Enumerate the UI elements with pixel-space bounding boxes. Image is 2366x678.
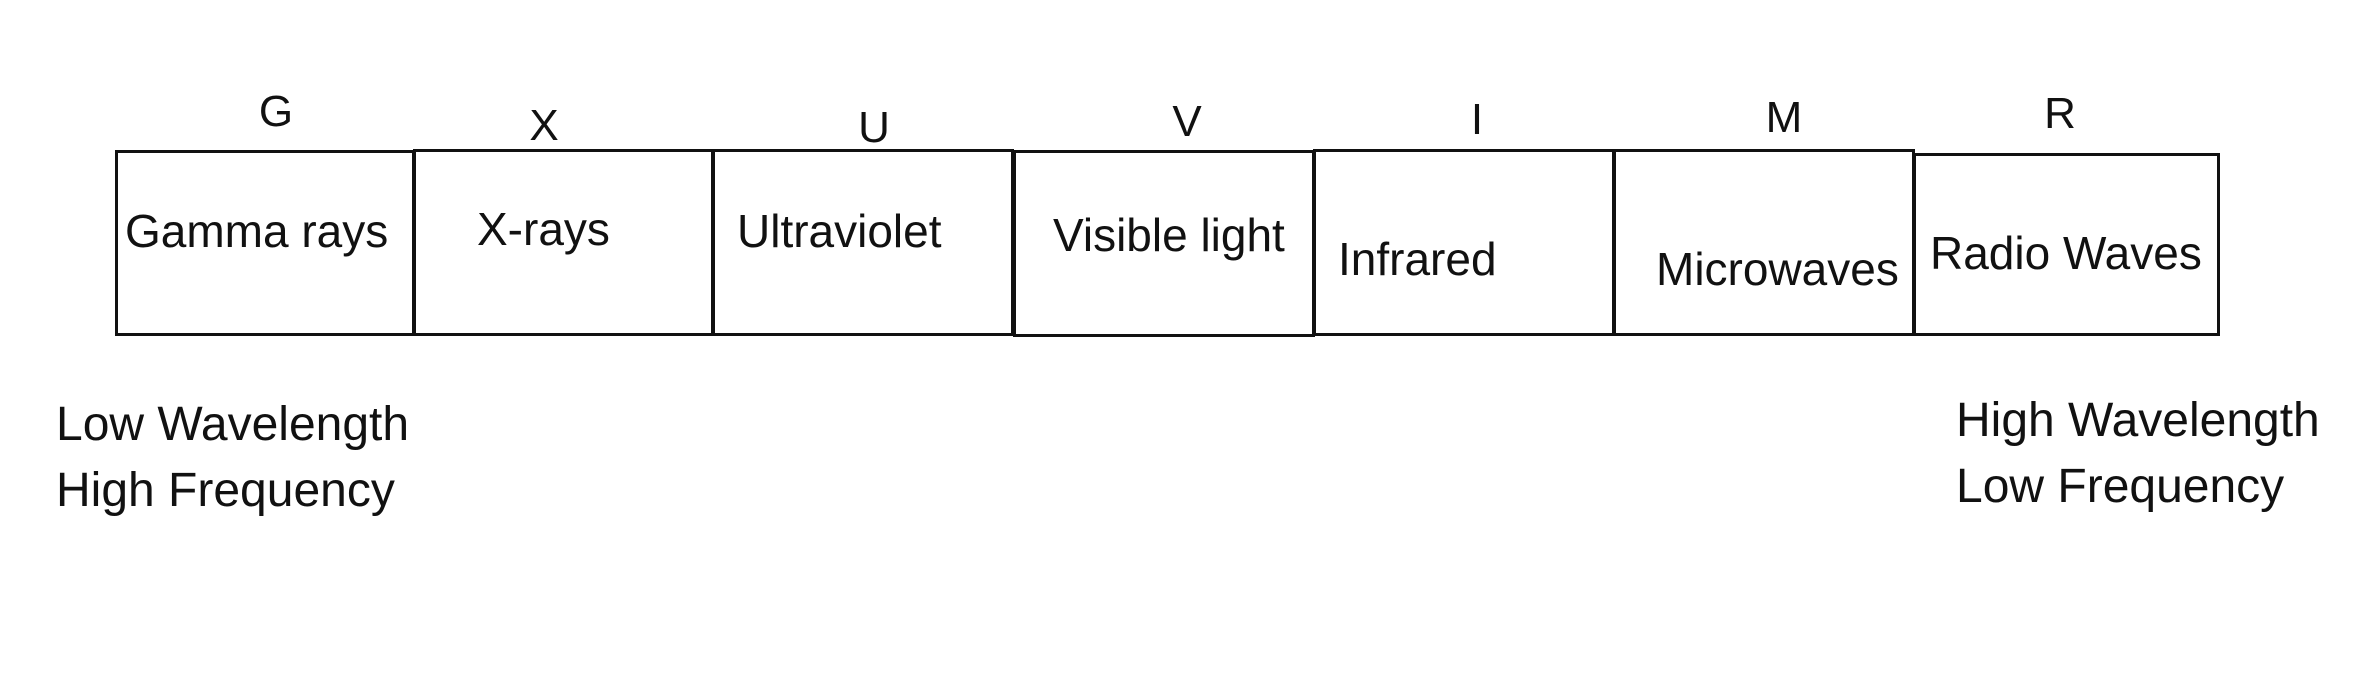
right-note-line-2: Low Frequency [1956, 460, 2285, 513]
band-box-infrared [1313, 149, 1615, 336]
band-label-infrared: Infrared [1338, 233, 1497, 285]
band-label-xray: X-rays [477, 203, 610, 255]
band-box-microwave [1613, 149, 1915, 336]
band-box-ultraviolet [712, 149, 1014, 336]
band-letter-infrared: I [1470, 95, 1484, 144]
band-label-ultraviolet: Ultraviolet [737, 205, 942, 257]
right-note: High Wavelength Low Frequency [1956, 388, 2320, 520]
band-label-gamma: Gamma rays [125, 205, 389, 257]
band-box-radio [1913, 153, 2220, 336]
right-note-line-1: High Wavelength [1956, 394, 2320, 447]
left-note: Low Wavelength High Frequency [56, 392, 409, 524]
band-label-radio: Radio Waves [1930, 227, 2202, 279]
left-note-line-1: Low Wavelength [56, 398, 410, 451]
band-box-gamma [115, 150, 415, 336]
band-letter-visible: V [1172, 97, 1202, 146]
left-note-line-2: High Frequency [56, 464, 395, 517]
band-letter-ultraviolet: U [858, 103, 890, 152]
band-letter-microwave: M [1765, 93, 1803, 142]
band-label-visible: Visible light [1053, 209, 1285, 261]
band-box-xray [413, 149, 714, 336]
band-label-microwave: Microwaves [1656, 243, 1899, 295]
band-letter-xray: X [529, 101, 559, 150]
band-letter-gamma: G [258, 87, 294, 136]
band-letter-radio: R [2044, 89, 2076, 138]
